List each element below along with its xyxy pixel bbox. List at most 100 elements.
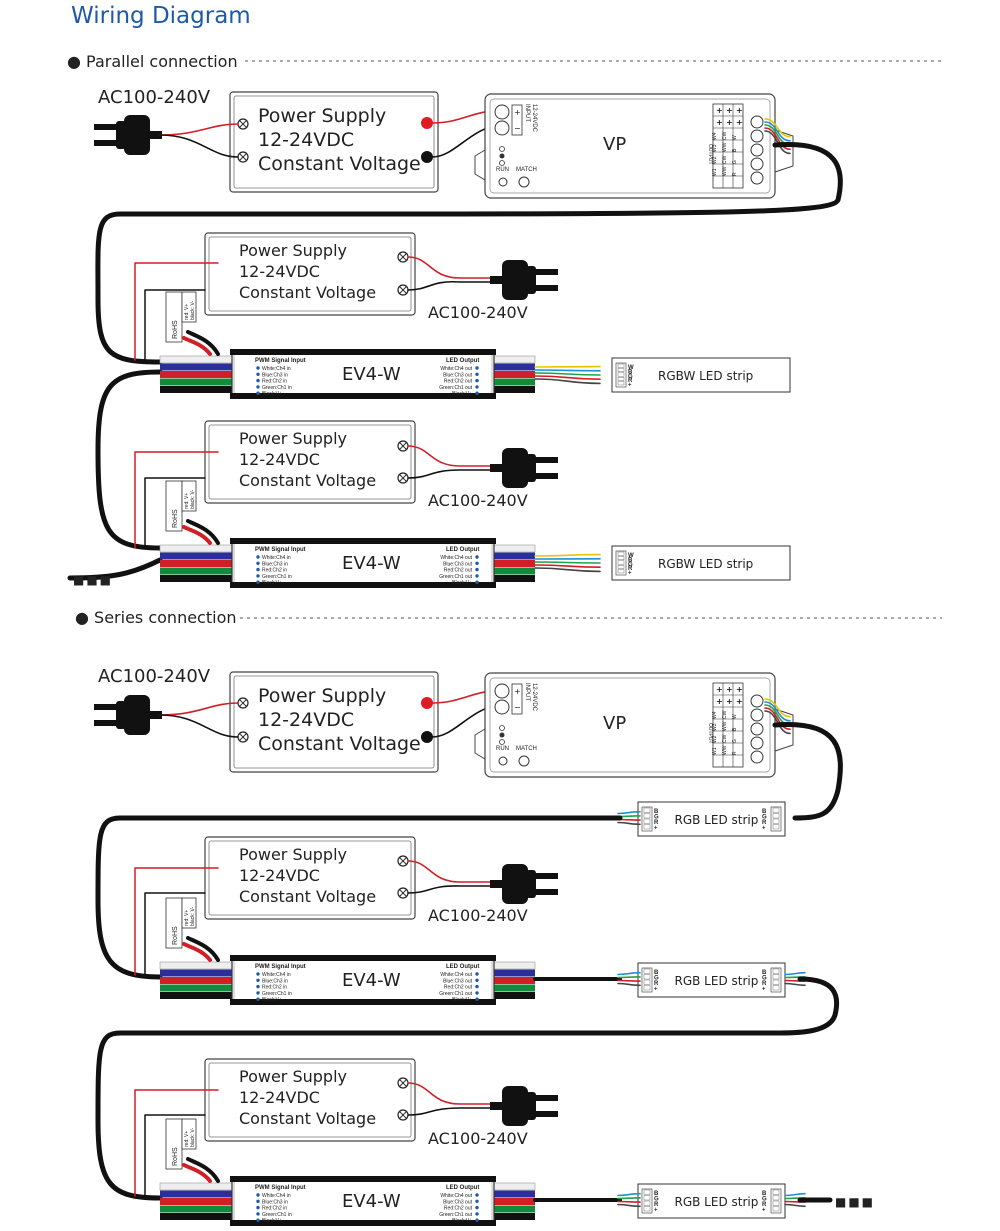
terminal-cross-line (239, 699, 247, 707)
signal-wire (764, 698, 791, 718)
signal-wire (617, 982, 641, 987)
power-supply-type: Constant Voltage (258, 733, 421, 755)
ev-rohs-red-label: red: V+ (184, 1131, 190, 1147)
vp-output-cell-label: W2 (712, 735, 718, 743)
ev-power-lead-red (182, 1163, 212, 1183)
led-strip-pin-label: G (762, 976, 767, 982)
ev-input-dot (256, 561, 260, 565)
led-strip-pin-label: + (762, 1208, 766, 1214)
led-strip-pin-label: G (628, 374, 633, 380)
led-strip-pin-label: R (762, 981, 767, 987)
ev-power-lead-black (186, 519, 220, 545)
power-supply-voltage: 12-24VDC (239, 450, 320, 469)
ev-input-wire (160, 560, 235, 567)
led-strip-pin-label: + (762, 987, 766, 993)
psu-lead-red (134, 451, 219, 549)
plug-prong-bottom (534, 473, 558, 479)
vp-power-icon (499, 739, 505, 745)
ev-input-label: Green:Ch1 in (262, 385, 292, 391)
ev-polarity-tag (181, 897, 197, 929)
ev-input-wire (159, 961, 236, 970)
ev-top-edge (230, 538, 496, 544)
led-strip-pad (772, 1206, 780, 1212)
ev-power-lead-red (182, 525, 212, 545)
section-parallel-heading: ● Parallel connection (67, 52, 246, 71)
vp-match-label: MATCH (516, 167, 537, 173)
vp-left-tab (474, 149, 486, 181)
signal-wire (617, 821, 641, 826)
plug-neck (526, 454, 536, 482)
ev-input-wire (160, 567, 235, 575)
ev-output-dot (475, 372, 479, 376)
led-strip-pin-label: + (654, 1208, 658, 1214)
vp-output-terminal (750, 115, 764, 129)
power-supply-voltage: 12-24VDC (258, 129, 354, 151)
psu-lead-black (144, 892, 206, 976)
signal-wire (617, 1203, 641, 1208)
vp-output-cell-label: W4 (712, 132, 718, 140)
power-supply-inner (233, 95, 435, 189)
ev-output-label: White:Ch4 out (440, 1193, 472, 1199)
led-strip-pad (617, 565, 625, 569)
vp-output-terminal (750, 129, 764, 143)
vp-output-plus-sign: + (736, 118, 743, 127)
ac-label: AC100-240V (428, 491, 528, 510)
signal-wire (784, 971, 806, 976)
vp-run-label: RUN (496, 167, 509, 173)
vp-run-label: RUN (496, 746, 509, 752)
trunk-cable-series-1 (772, 721, 843, 821)
vp-run-led (498, 756, 508, 766)
ev-output-wire (489, 355, 536, 364)
ev-input-wire (160, 1205, 235, 1213)
ev-polarity-tag (181, 480, 197, 512)
led-strip-pin-label: G (762, 1197, 767, 1203)
power-supply-voltage: 12-24VDC (239, 262, 320, 281)
ev-input-label: Red:Ch2 in (262, 1206, 287, 1212)
psu-lead-red (134, 1089, 219, 1197)
ev-input-title: PWM Signal Input (255, 964, 306, 970)
vp-match-button (518, 755, 530, 767)
ev-input-label: Blue:Ch3 in (262, 978, 288, 984)
ev-output-wires (534, 553, 601, 573)
ev-input-label: Red:Ch2 in (262, 985, 287, 991)
led-strip-pad (617, 377, 625, 381)
ev-input-label: Blue:Ch3 in (262, 372, 288, 378)
vp-input-plus-sign: + (514, 687, 521, 696)
plug-neck (526, 1092, 536, 1120)
signal-wire (534, 369, 601, 372)
led-strip-pad (643, 1200, 651, 1206)
ev-top-edge (230, 955, 496, 961)
ev-power-lead-red (182, 942, 212, 962)
vp-output-terminal (750, 708, 764, 722)
ev-input-label: Green:Ch1 in (262, 574, 292, 580)
led-strip-pad (772, 974, 780, 980)
plug-prong-bottom (534, 1111, 558, 1117)
ev-bottom-edge (230, 1220, 496, 1226)
vp-input-label: INPUT (524, 104, 530, 122)
plug-prong-top (534, 269, 558, 275)
ac-wire-red (407, 256, 491, 279)
led-strip-pin-label: + (762, 826, 766, 832)
led-strip-pad (772, 979, 780, 985)
led-strip-pin-label: + (628, 571, 632, 577)
led-strip-pad (643, 985, 651, 991)
vp-output-cell-label: W4 (712, 711, 718, 719)
ev-rohs-label: RoHS (172, 926, 179, 945)
plug-prong-top (94, 124, 118, 130)
led-strip-body (637, 1183, 786, 1219)
terminal-cross-line (399, 474, 407, 482)
ac-wire-red (159, 123, 239, 136)
rgb-strip-wires (617, 1192, 641, 1208)
ev-input-dot (256, 580, 260, 584)
vp-left-tab (474, 728, 486, 760)
ac-label: AC100-240V (428, 303, 528, 322)
led-strip-pad (643, 824, 651, 830)
ev-input-wire (160, 371, 235, 378)
signal-wire (764, 121, 791, 142)
vp-output-terminal (750, 750, 764, 764)
terminal-cross-line (399, 253, 407, 261)
vp-output-plus-sign: + (716, 685, 723, 694)
